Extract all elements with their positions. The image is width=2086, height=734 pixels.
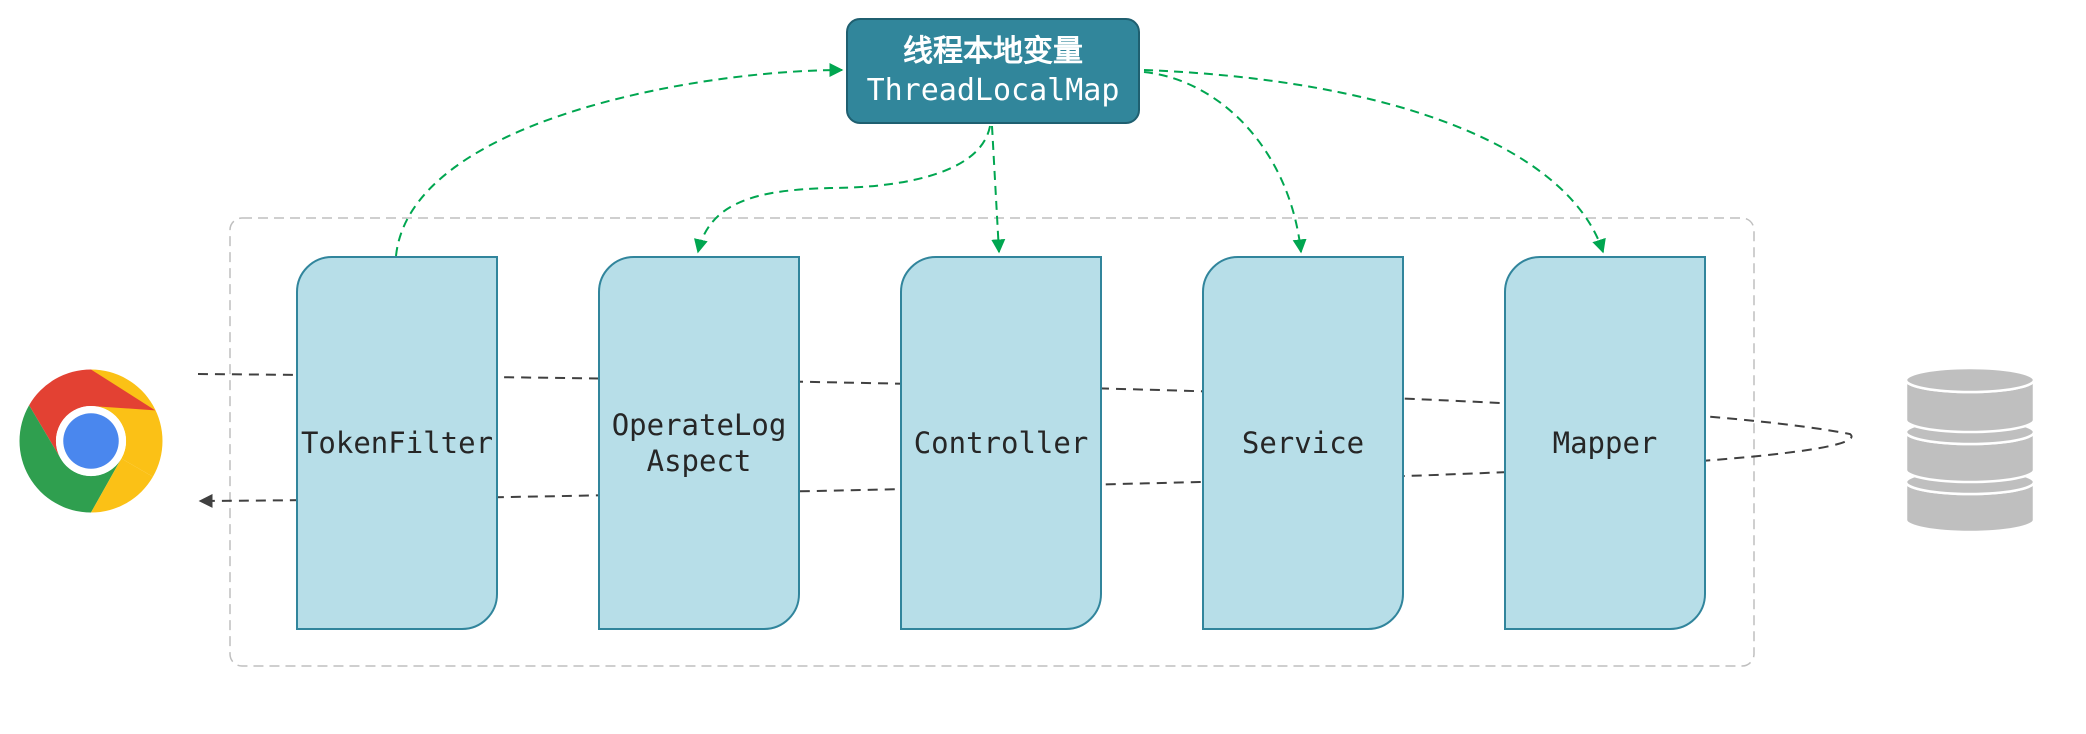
component-label: Mapper <box>1552 426 1658 460</box>
database-icon <box>1904 366 2036 534</box>
component-controller: Controller <box>900 256 1102 630</box>
arrow-threadlocal-to-service <box>1143 71 1307 254</box>
chrome-browser-icon <box>19 369 163 513</box>
component-label: TokenFilter <box>300 426 494 460</box>
arrow-threadlocal-to-controller <box>991 125 1006 254</box>
component-operatelog-aspect: OperateLog Aspect <box>598 256 800 630</box>
threadlocal-title-cn: 线程本地变量 <box>903 34 1083 69</box>
component-mapper: Mapper <box>1504 256 1706 630</box>
threadlocal-title-en: ThreadLocalMap <box>866 73 1120 108</box>
component-label: OperateLog Aspect <box>611 408 787 478</box>
arrow-threadlocal-to-aspect <box>694 125 991 254</box>
threadlocal-box: 线程本地变量 ThreadLocalMap <box>846 18 1140 124</box>
component-group-border <box>229 217 1755 667</box>
component-label: Controller <box>913 426 1089 460</box>
arrow-threadlocal-to-mapper <box>1143 69 1606 254</box>
component-tokenfilter: TokenFilter <box>296 256 498 630</box>
component-label: Service <box>1241 426 1365 460</box>
component-service: Service <box>1202 256 1404 630</box>
arrow-tokenfilter-to-threadlocal <box>395 63 844 257</box>
